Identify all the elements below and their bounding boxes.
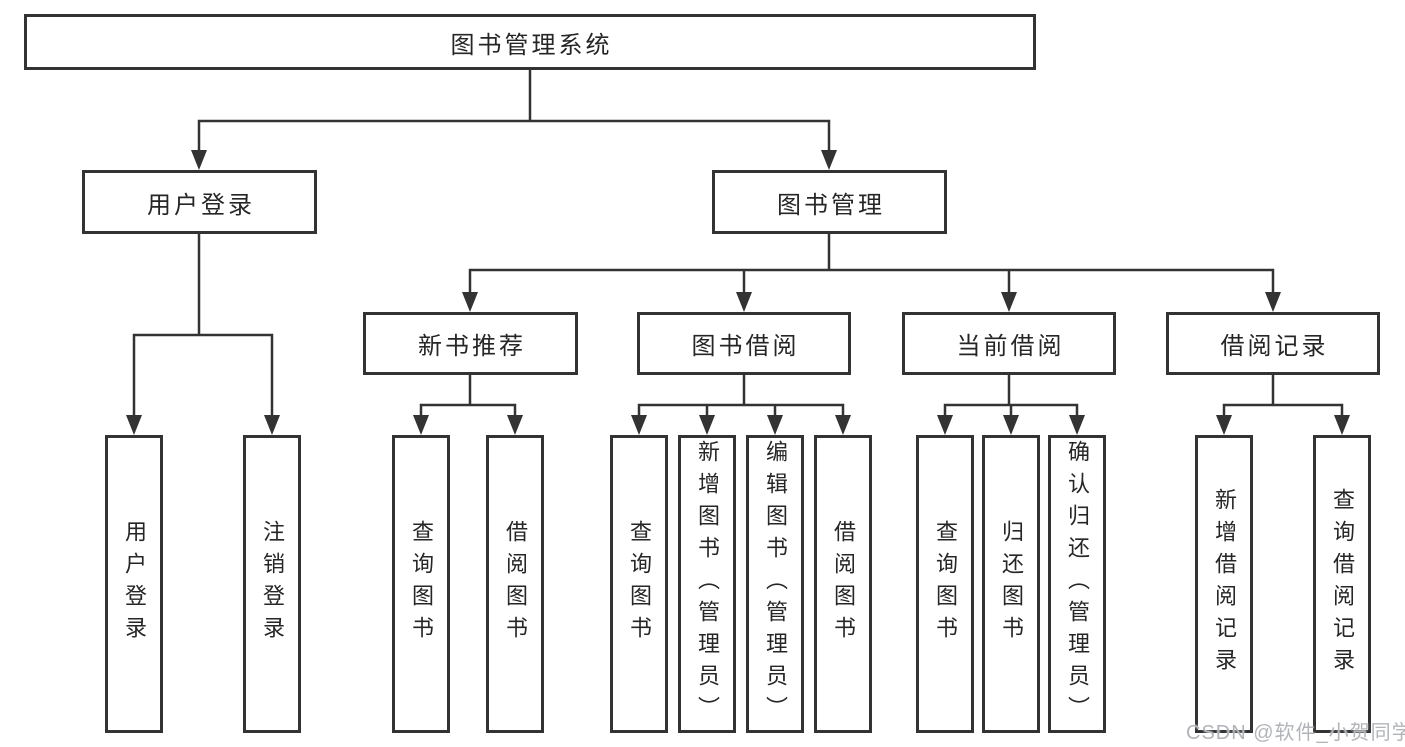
- node-new-book-recommend: 新书推荐: [363, 312, 578, 375]
- node-root-label: 图书管理系统: [450, 31, 613, 59]
- leaf-query-borrow-record-label: 查询借阅记录: [1330, 488, 1355, 680]
- arrowhead: [767, 415, 783, 435]
- leaf-logout: 注销登录: [243, 435, 301, 733]
- leaf-query-book-3: 查询图书: [916, 435, 974, 733]
- arrowhead: [1334, 415, 1350, 435]
- leaf-return-book: 归还图书: [982, 435, 1040, 733]
- node-book-borrow: 图书借阅: [637, 312, 851, 375]
- arrowhead: [264, 415, 280, 435]
- leaf-edit-book-admin-label: 编辑图书（管理员）: [763, 440, 788, 728]
- arrowhead: [1216, 415, 1232, 435]
- leaf-add-borrow-record: 新增借阅记录: [1195, 435, 1253, 733]
- arrowhead: [937, 415, 953, 435]
- leaf-query-book-2-label: 查询图书: [627, 520, 652, 648]
- connector-path: [197, 70, 831, 152]
- connector-path: [419, 375, 517, 417]
- arrowhead: [1001, 292, 1017, 312]
- arrowhead: [462, 292, 478, 312]
- arrowhead: [1265, 292, 1281, 312]
- watermark-text: CSDN @软件_小贺同学: [1186, 722, 1405, 744]
- leaf-confirm-return-admin-label: 确认归还（管理员）: [1065, 440, 1090, 728]
- leaf-borrow-book-1-label: 借阅图书: [503, 520, 528, 648]
- node-book-management: 图书管理: [712, 170, 947, 234]
- leaf-user-login: 用户登录: [105, 435, 163, 733]
- leaf-return-book-label: 归还图书: [999, 520, 1024, 648]
- leaf-add-book-admin-label: 新增图书（管理员）: [695, 440, 720, 728]
- arrowhead: [835, 415, 851, 435]
- leaf-borrow-book-2-label: 借阅图书: [831, 520, 856, 648]
- node-new-book-recommend-label: 新书推荐: [418, 333, 526, 360]
- leaf-logout-label: 注销登录: [260, 520, 285, 648]
- arrowhead: [126, 415, 142, 435]
- connector-path: [468, 234, 1275, 294]
- leaf-query-borrow-record: 查询借阅记录: [1313, 435, 1371, 733]
- leaf-query-book-3-label: 查询图书: [933, 520, 958, 648]
- node-current-borrow-label: 当前借阅: [956, 333, 1065, 360]
- arrowhead: [1069, 415, 1085, 435]
- arrowhead: [699, 415, 715, 435]
- node-current-borrow: 当前借阅: [902, 312, 1116, 375]
- arrowhead: [736, 292, 752, 312]
- connector-path: [943, 375, 1079, 417]
- connector-path: [637, 375, 845, 417]
- node-user-login: 用户登录: [82, 170, 317, 234]
- arrowhead: [191, 150, 207, 170]
- leaf-add-borrow-record-label: 新增借阅记录: [1212, 488, 1237, 680]
- leaf-borrow-book-1: 借阅图书: [486, 435, 544, 733]
- node-book-management-label: 图书管理: [777, 191, 885, 219]
- leaf-query-book-1: 查询图书: [392, 435, 450, 733]
- connector-path: [132, 234, 274, 417]
- leaf-borrow-book-2: 借阅图书: [814, 435, 872, 733]
- arrowhead: [631, 415, 647, 435]
- leaf-edit-book-admin: 编辑图书（管理员）: [746, 435, 804, 733]
- arrowhead: [507, 415, 523, 435]
- node-book-borrow-label: 图书借阅: [691, 333, 800, 360]
- node-borrow-record: 借阅记录: [1166, 312, 1380, 375]
- arrowhead: [821, 150, 837, 170]
- leaf-add-book-admin: 新增图书（管理员）: [678, 435, 736, 733]
- node-borrow-record-label: 借阅记录: [1220, 333, 1329, 360]
- node-user-login-label: 用户登录: [147, 191, 255, 219]
- leaf-user-login-label: 用户登录: [122, 520, 147, 648]
- connector-path: [1222, 375, 1344, 417]
- arrowhead: [1003, 415, 1019, 435]
- leaf-query-book-2: 查询图书: [610, 435, 668, 733]
- leaf-confirm-return-admin: 确认归还（管理员）: [1048, 435, 1106, 733]
- leaf-query-book-1-label: 查询图书: [409, 520, 434, 648]
- node-root: 图书管理系统: [24, 14, 1036, 70]
- arrowhead: [413, 415, 429, 435]
